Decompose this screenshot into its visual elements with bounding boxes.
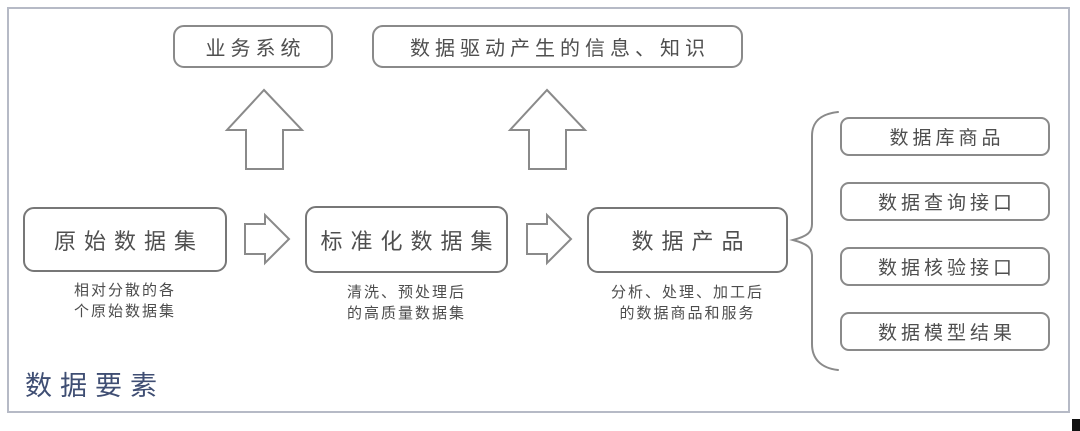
right-arrow-icon <box>526 212 573 266</box>
node-data-product: 数据产品 <box>587 207 788 273</box>
caption-data-product: 分析、处理、加工后 的数据商品和服务 <box>575 282 800 324</box>
right-arrow-icon <box>244 212 291 266</box>
corner-mark <box>1072 419 1080 431</box>
caption-line: 分析、处理、加工后 <box>610 284 764 301</box>
node-business-system-label: 业务系统 <box>205 38 306 60</box>
node-database-product-label: 数据库商品 <box>889 128 1005 149</box>
caption-raw-dataset: 相对分散的各 个原始数据集 <box>23 280 227 322</box>
up-arrow-icon <box>224 88 305 170</box>
node-data-model-result: 数据模型结果 <box>840 312 1050 351</box>
node-data-product-label: 数据产品 <box>631 229 752 254</box>
node-database-product: 数据库商品 <box>840 117 1050 156</box>
node-data-verification-interface-label: 数据核验接口 <box>877 258 1016 279</box>
caption-line: 清洗、预处理后 <box>346 284 466 301</box>
caption-line: 的数据商品和服务 <box>619 305 756 322</box>
node-business-system: 业务系统 <box>173 25 333 68</box>
node-raw-dataset-label: 原始数据集 <box>53 228 204 254</box>
node-standardized-dataset: 标准化数据集 <box>305 206 508 273</box>
node-standardized-dataset-label: 标准化数据集 <box>320 228 501 254</box>
up-arrow-icon <box>507 88 588 170</box>
node-data-verification-interface: 数据核验接口 <box>840 247 1050 286</box>
node-data-model-result-label: 数据模型结果 <box>877 323 1016 344</box>
footer-title: 数据要素 <box>25 371 165 401</box>
node-data-driven-knowledge-label: 数据驱动产生的信息、知识 <box>410 38 710 60</box>
caption-line: 的高质量数据集 <box>346 305 466 322</box>
caption-line: 个原始数据集 <box>73 303 176 320</box>
node-raw-dataset: 原始数据集 <box>23 207 227 272</box>
node-data-query-interface: 数据查询接口 <box>840 182 1050 221</box>
node-data-query-interface-label: 数据查询接口 <box>877 193 1016 214</box>
caption-standardized-dataset: 清洗、预处理后 的高质量数据集 <box>294 282 519 324</box>
caption-line: 相对分散的各 <box>73 282 176 299</box>
curly-brace <box>789 111 839 371</box>
node-data-driven-knowledge: 数据驱动产生的信息、知识 <box>372 25 743 68</box>
